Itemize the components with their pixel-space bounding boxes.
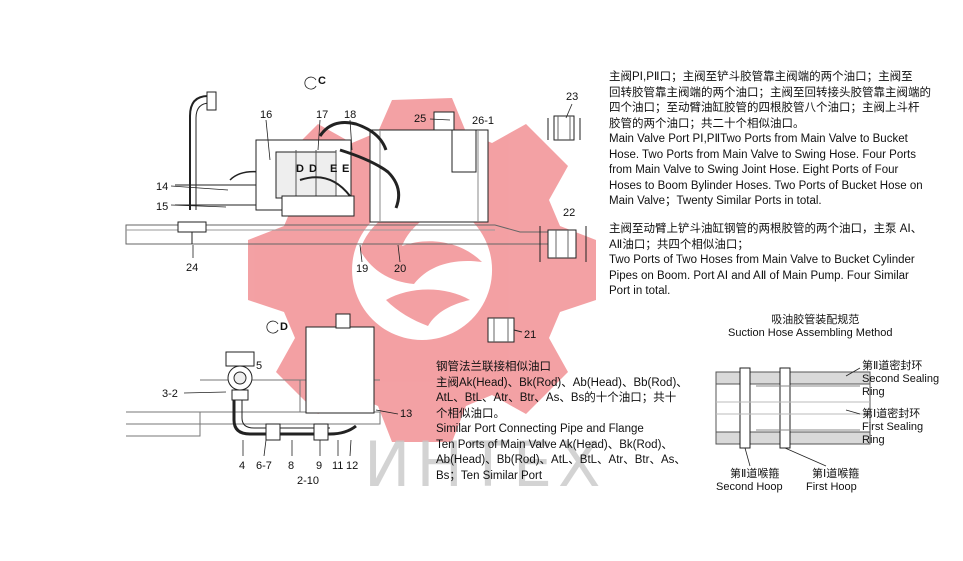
note-line: 钢管法兰联接相似油口 <box>436 361 551 373</box>
part-label-25: 25 <box>414 113 426 125</box>
note-line: Port in total. <box>609 285 671 297</box>
note-line: Similar Port Connecting Pipe and Flange <box>436 423 644 435</box>
part-label-6-7: 6-7 <box>256 460 272 472</box>
note-line: Pipes on Boom. Port AⅠ and AⅡ of Main Pu… <box>609 269 909 282</box>
part-label-18: 18 <box>344 109 356 121</box>
part-label-23: 23 <box>566 91 578 103</box>
part-label-4: 4 <box>239 460 245 472</box>
part-label-9: 9 <box>316 460 322 472</box>
note-line: Hoses to Boom Bylinder Hoses. Two Ports … <box>609 179 923 192</box>
inline-mark-e1: E <box>330 163 337 175</box>
first-sealing-ring-caption: 第Ⅰ道密封环 First Sealing Ring <box>862 408 923 447</box>
suction-title-cn: 吸油胶管装配规范 <box>771 314 860 326</box>
first-ring-cn: 第Ⅰ道密封环 <box>862 408 921 420</box>
note-line: Main Valve Port PⅠ,PⅡTwo Ports from Main… <box>609 133 908 145</box>
part-label-15: 15 <box>156 201 168 213</box>
part-label-11: 11 <box>332 460 343 472</box>
part-label-2-10: 2-10 <box>297 475 319 487</box>
suction-leaders <box>744 367 861 467</box>
part-label-22: 22 <box>563 207 575 219</box>
first-ring-en-2: Ring <box>862 434 885 446</box>
part-label-20: 20 <box>394 263 406 275</box>
note-line: Main Valve；Twenty Similar Ports in total… <box>609 195 822 207</box>
detail-21-drawing <box>487 317 523 343</box>
note-line: AⅡ油口；共四个相似油口； <box>609 238 749 251</box>
part-label-13: 13 <box>400 408 412 420</box>
part-label-12: 12 <box>346 460 358 472</box>
part-label-19: 19 <box>356 263 368 275</box>
first-hoop-cn: 第Ⅰ道喉箍 <box>812 468 860 480</box>
note-line: 主阀PⅠ,PⅡ口；主阀至铲斗胶管靠主阀端的两个油口；主阀至 <box>609 71 913 83</box>
part-label-3-2: 3-2 <box>162 388 178 400</box>
note-line: 胶管的两个油口；共二十个相似油口。 <box>609 117 805 130</box>
note-line: 个相似油口。 <box>436 407 505 420</box>
second-sealing-ring-caption: 第Ⅱ道密封环 Second Sealing Ring <box>862 360 939 399</box>
note-line: Ab(Head)、Bb(Rod)、AtL、BtL、Atr、Btr、As、 <box>436 454 686 466</box>
view-d-label: D <box>280 321 288 333</box>
suction-title: 吸油胶管装配规范 Suction Hose Assembling Method <box>728 314 892 340</box>
first-hoop-caption: 第Ⅰ道喉箍 First Hoop <box>806 468 859 494</box>
second-ring-en-2: Ring <box>862 386 885 398</box>
part-label-5: 5 <box>256 360 262 372</box>
second-hoop-caption: 第Ⅱ道喉箍 Second Hoop <box>716 468 783 494</box>
second-hoop-cn: 第Ⅱ道喉箍 <box>730 468 780 480</box>
second-hoop-en: Second Hoop <box>716 481 783 493</box>
first-hoop-en: First Hoop <box>806 481 857 493</box>
part-label-14: 14 <box>156 181 168 193</box>
part-label-16: 16 <box>260 109 272 121</box>
note-flange-ports: 钢管法兰联接相似油口 主阀Ak(Head)、Bk(Rod)、Ab(Head)、B… <box>436 360 688 484</box>
inline-mark-e2: E <box>342 163 349 175</box>
second-ring-cn: 第Ⅱ道密封环 <box>862 360 923 372</box>
watermark-text: ИНТЕХ <box>364 428 607 501</box>
view-d-leaders <box>183 320 399 457</box>
note-line: 回转胶管靠主阀端的两个油口；主阀至回转接头胶管靠主阀端的 <box>609 86 931 99</box>
detail-22-drawing <box>539 226 587 262</box>
part-label-26-1: 26-1 <box>472 115 494 127</box>
second-ring-en-1: Second Sealing <box>862 373 940 385</box>
note-line: Ten Ports of Main Valve Ak(Head)、Bk(Rod)… <box>436 438 673 451</box>
inline-mark-d1: D <box>296 163 304 175</box>
note-line: AtL、BtL、Atr、Btr、As、Bs的十个油口；共十 <box>436 392 677 404</box>
note-main-valve-ports: 主阀PⅠ,PⅡ口；主阀至铲斗胶管靠主阀端的两个油口；主阀至 回转胶管靠主阀端的两… <box>609 70 931 210</box>
note-line: from Main Valve to Swing Joint Hose. Eig… <box>609 164 899 176</box>
suction-title-en: Suction Hose Assembling Method <box>728 327 893 339</box>
inline-mark-d2: D <box>309 163 317 175</box>
note-line: Two Ports of Two Hoses from Main Valve t… <box>609 254 915 266</box>
suction-hose-drawing <box>715 367 871 449</box>
part-label-24: 24 <box>186 262 198 274</box>
note-line: Bs；Ten Similar Port <box>436 469 543 482</box>
note-line: 主阀Ak(Head)、Bk(Rod)、Ab(Head)、Bb(Rod)、 <box>436 376 688 389</box>
note-line: 四个油口；至动臂油缸胶管的四根胶管八个油口；主阀上斗杆 <box>609 102 920 114</box>
view-c-drawing <box>125 91 561 245</box>
view-c-label: C <box>318 75 326 87</box>
note-boom-pipes: 主阀至动臂上铲斗油缸钢管的两根胶管的两个油口，主泵 AⅠ、 AⅡ油口；共四个相似… <box>609 222 922 300</box>
part-label-8: 8 <box>288 460 294 472</box>
first-ring-en-1: First Sealing <box>862 421 924 433</box>
note-line: 主阀至动臂上铲斗油缸钢管的两根胶管的两个油口，主泵 AⅠ、 <box>609 223 923 235</box>
note-line: Hose. Two Ports from Main Valve to Swing… <box>609 148 916 161</box>
view-c-leaders <box>170 76 451 263</box>
part-label-21: 21 <box>524 329 536 341</box>
view-d-drawing <box>126 313 381 441</box>
detail-23-drawing <box>547 115 581 141</box>
part-label-17: 17 <box>316 109 328 121</box>
